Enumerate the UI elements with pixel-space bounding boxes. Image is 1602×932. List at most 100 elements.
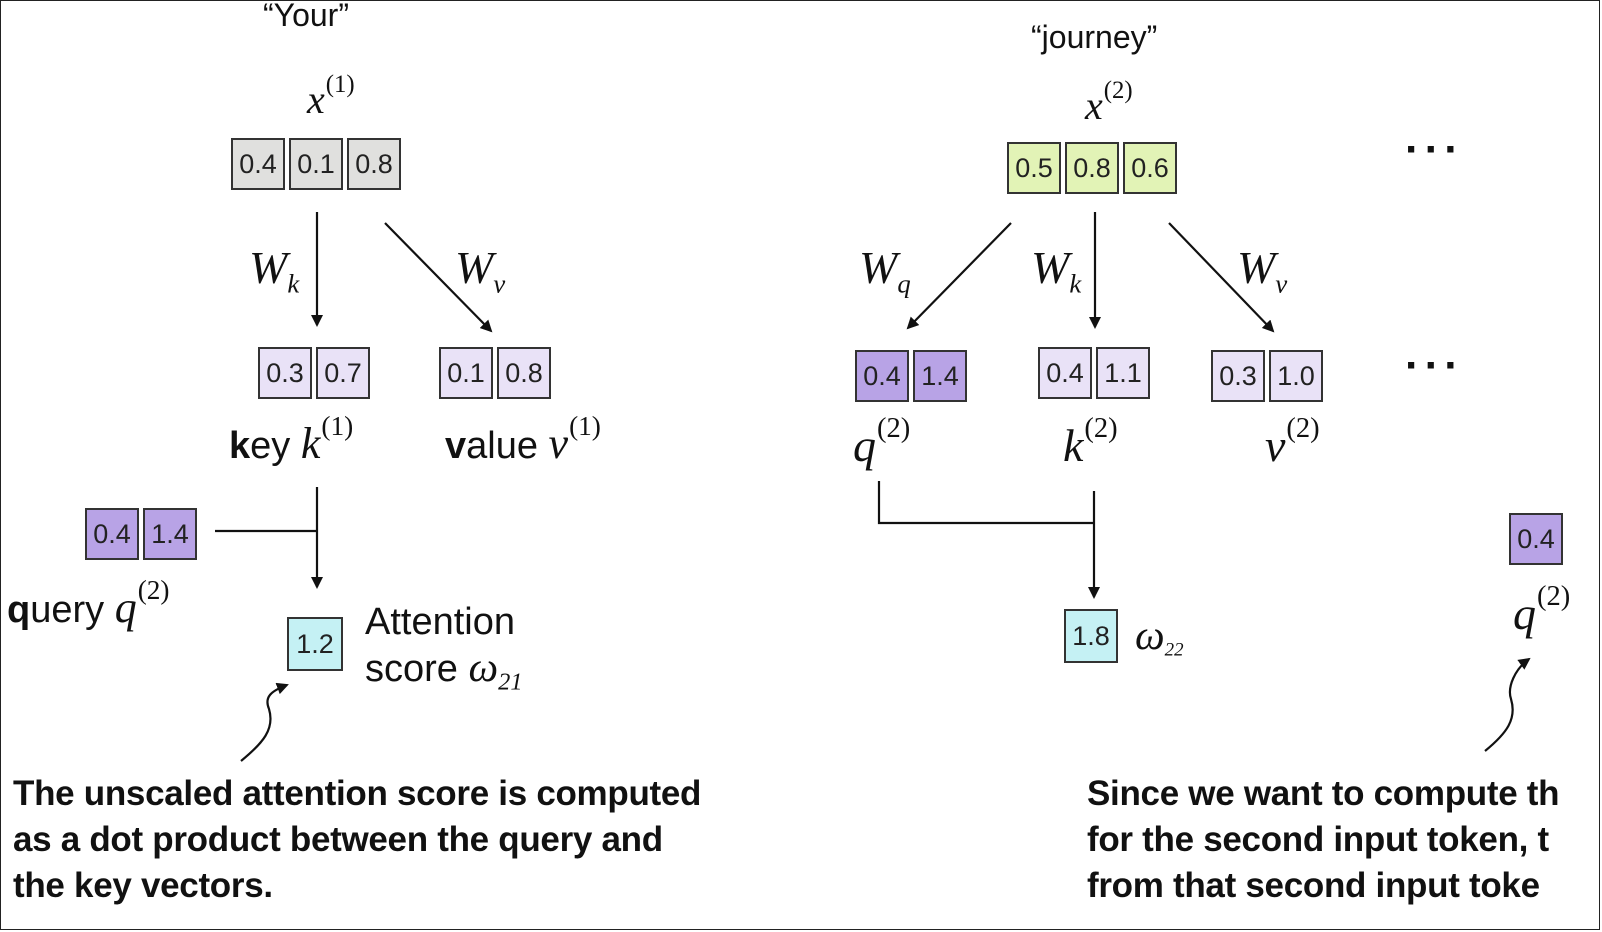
- caption-right-line-2: for the second input token, t: [1087, 820, 1549, 859]
- x-symbol: x: [307, 77, 325, 123]
- caption-right-line-1: Since we want to compute th: [1087, 774, 1560, 813]
- label-wv-right: Wv: [1237, 245, 1287, 297]
- x-symbol: x: [1085, 83, 1103, 129]
- query-rest: uery: [30, 589, 105, 632]
- label-wk-right: Wk: [1031, 245, 1081, 297]
- vector-cell: 1.2: [287, 617, 343, 671]
- label-key-k1: key k(1): [229, 411, 354, 469]
- label-v2: v(2): [1265, 413, 1320, 472]
- vector-cell: 0.1: [439, 347, 493, 399]
- token-journey: “journey”: [1031, 19, 1158, 55]
- w-symbol: W: [1031, 242, 1070, 293]
- vector-cell: 1.1: [1096, 347, 1150, 399]
- subscript-k: k: [1069, 268, 1082, 299]
- vector-cell: 0.7: [316, 347, 370, 399]
- superscript-1: (1): [321, 411, 354, 441]
- label-value-v1: value v(1): [445, 412, 601, 469]
- vector-cell: 0.4: [1509, 513, 1563, 565]
- vector-cell: 1.4: [913, 350, 967, 402]
- vector-cell: 1.0: [1269, 350, 1323, 402]
- w-symbol: W: [455, 242, 494, 293]
- squiggle-arrow-right: [1484, 657, 1531, 752]
- k-symbol: k: [300, 419, 321, 469]
- superscript-2: (2): [877, 413, 911, 444]
- label-q2-right: q(2): [1513, 581, 1571, 640]
- ellipsis-middle: ···: [1405, 341, 1464, 390]
- superscript-2: (2): [1084, 413, 1118, 444]
- connector-q2-k2: [877, 481, 1094, 525]
- vector-cell: 0.8: [497, 347, 551, 399]
- q-symbol: q: [853, 420, 876, 472]
- v-symbol: v: [548, 419, 569, 469]
- omega-symbol: ω: [1135, 613, 1165, 659]
- vector-score-w22: 1.8: [1064, 609, 1118, 663]
- w-symbol: W: [1237, 242, 1276, 293]
- label-x1: x(1): [307, 71, 355, 123]
- label-wq-right: Wq: [859, 245, 911, 297]
- caption-left-line-2: as a dot product between the query and: [13, 820, 663, 859]
- token-your: “Your”: [263, 0, 349, 33]
- caption-right-line-3: from that second input toke: [1087, 866, 1540, 905]
- superscript-2: (2): [1103, 77, 1133, 104]
- v-symbol: v: [1265, 420, 1286, 472]
- vector-cell: 0.5: [1007, 142, 1061, 194]
- vector-cell: 1.8: [1064, 609, 1118, 663]
- subscript-q: q: [897, 268, 911, 299]
- vector-cell: 0.8: [347, 138, 401, 190]
- score-word: score: [365, 648, 458, 690]
- query-bold-letter: q: [7, 589, 31, 632]
- vector-cell: 0.8: [1065, 142, 1119, 194]
- squiggle-arrow-left: [240, 682, 289, 762]
- vector-cell: 0.4: [85, 508, 139, 560]
- q-symbol: q: [1513, 588, 1536, 640]
- q-symbol: q: [114, 583, 137, 633]
- subscript-21: 21: [498, 668, 523, 696]
- attention-word: Attention: [365, 601, 515, 643]
- value-rest: alue: [466, 425, 538, 468]
- label-q2: q(2): [853, 413, 911, 472]
- vector-score-w21: 1.2: [287, 617, 343, 671]
- label-query-q2: query q(2): [7, 575, 170, 633]
- arrow-x2-to-q2: [906, 222, 1012, 330]
- superscript-2: (2): [1537, 581, 1571, 612]
- vector-cell: 0.4: [855, 350, 909, 402]
- key-bold-letter: k: [229, 425, 251, 468]
- superscript-1: (1): [325, 71, 355, 98]
- ellipsis-top: ···: [1405, 125, 1464, 174]
- k-symbol: k: [1063, 420, 1084, 472]
- label-wk-left: Wk: [249, 245, 299, 297]
- superscript-2: (2): [137, 575, 170, 605]
- label-x2: x(2): [1085, 77, 1133, 129]
- vector-cell: 0.6: [1123, 142, 1177, 194]
- caption-right: Since we want to compute th for the seco…: [1087, 771, 1560, 909]
- arrow-x1-to-v1: [384, 222, 493, 333]
- label-wv-left: Wv: [455, 245, 505, 297]
- subscript-v: v: [1275, 268, 1288, 299]
- caption-left-line-3: the key vectors.: [13, 866, 273, 905]
- vector-cell: 0.1: [289, 138, 343, 190]
- label-k2: k(2): [1063, 413, 1118, 472]
- superscript-2: (2): [1286, 413, 1320, 444]
- label-omega-22: ω22: [1135, 615, 1184, 661]
- value-bold-letter: v: [445, 425, 467, 468]
- w-symbol: W: [859, 242, 898, 293]
- vector-cell: 0.3: [1211, 350, 1265, 402]
- vector-q2-right: 0.4: [1509, 513, 1563, 565]
- vector-cell: 0.4: [1038, 347, 1092, 399]
- caption-left-line-1: The unscaled attention score is computed: [13, 774, 702, 813]
- label-attention-score: Attention score ω21: [365, 599, 523, 706]
- subscript-22: 22: [1164, 639, 1184, 661]
- w-symbol: W: [249, 242, 288, 293]
- key-rest: ey: [250, 425, 291, 468]
- vector-cell: 0.3: [258, 347, 312, 399]
